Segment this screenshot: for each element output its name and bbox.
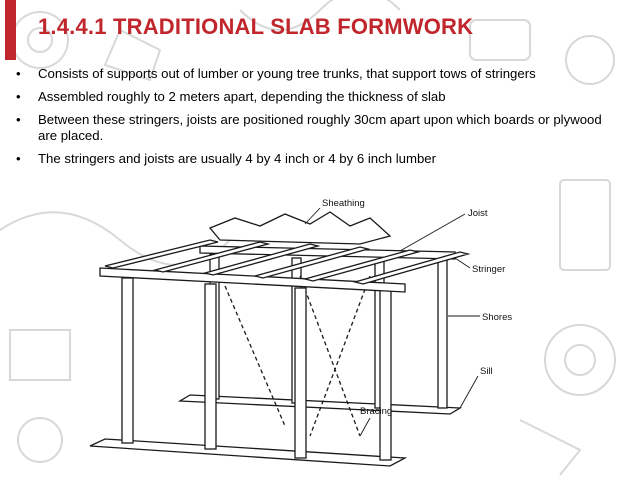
- shore: [294, 287, 307, 459]
- stringer-front: [99, 267, 406, 293]
- shore: [379, 287, 392, 461]
- sill-front: [89, 438, 408, 467]
- bullet-item: • Between these stringers, joists are po…: [16, 112, 616, 144]
- leader-joist: [399, 213, 466, 252]
- bullet-marker: •: [16, 89, 21, 104]
- bullet-text: The stringers and joists are usually 4 b…: [38, 151, 437, 166]
- bullet-item: • Consists of supports out of lumber or …: [16, 66, 616, 82]
- bracing: [224, 285, 286, 427]
- bullet-marker: •: [16, 112, 21, 127]
- bullet-item: • The stringers and joists are usually 4…: [16, 151, 616, 167]
- shore: [204, 283, 217, 450]
- bullet-text: Consists of supports out of lumber or yo…: [38, 66, 536, 81]
- joist: [104, 239, 219, 269]
- joist: [202, 243, 321, 276]
- leader-stringer: [454, 257, 471, 269]
- joist: [152, 241, 271, 273]
- bracing: [309, 275, 371, 437]
- title-accent-bar: [5, 0, 16, 60]
- bullet-marker: •: [16, 151, 21, 166]
- bullet-item: • Assembled roughly to 2 meters apart, d…: [16, 89, 616, 105]
- sill-back: [177, 394, 463, 415]
- formwork-diagram: Sheathing Joist Stringer Shores Sill Bra…: [89, 198, 512, 467]
- joist: [352, 251, 471, 285]
- leader-sheathing: [304, 207, 321, 225]
- bullet-text: Assembled roughly to 2 meters apart, dep…: [38, 89, 446, 104]
- bullet-marker: •: [16, 66, 21, 81]
- joist: [252, 246, 371, 279]
- shore: [121, 277, 134, 444]
- bracing: [299, 275, 361, 437]
- joist-label: Joist: [468, 208, 488, 219]
- bracing-label: Bracing: [360, 406, 392, 417]
- sheathing-label: Sheathing: [322, 198, 365, 209]
- sheathing-board: [208, 211, 392, 245]
- leader-bracing: [359, 417, 371, 437]
- slide-title: 1.4.4.1 TRADITIONAL SLAB FORMWORK: [38, 14, 474, 39]
- bullet-list: • Consists of supports out of lumber or …: [16, 66, 616, 174]
- leader-sill: [459, 375, 479, 409]
- joist: [302, 249, 421, 282]
- stringer-label: Stringer: [472, 264, 505, 275]
- sill-label: Sill: [480, 366, 493, 377]
- bullet-text: Between these stringers, joists are posi…: [38, 112, 602, 143]
- shores-label: Shores: [482, 312, 512, 323]
- shore: [437, 257, 448, 409]
